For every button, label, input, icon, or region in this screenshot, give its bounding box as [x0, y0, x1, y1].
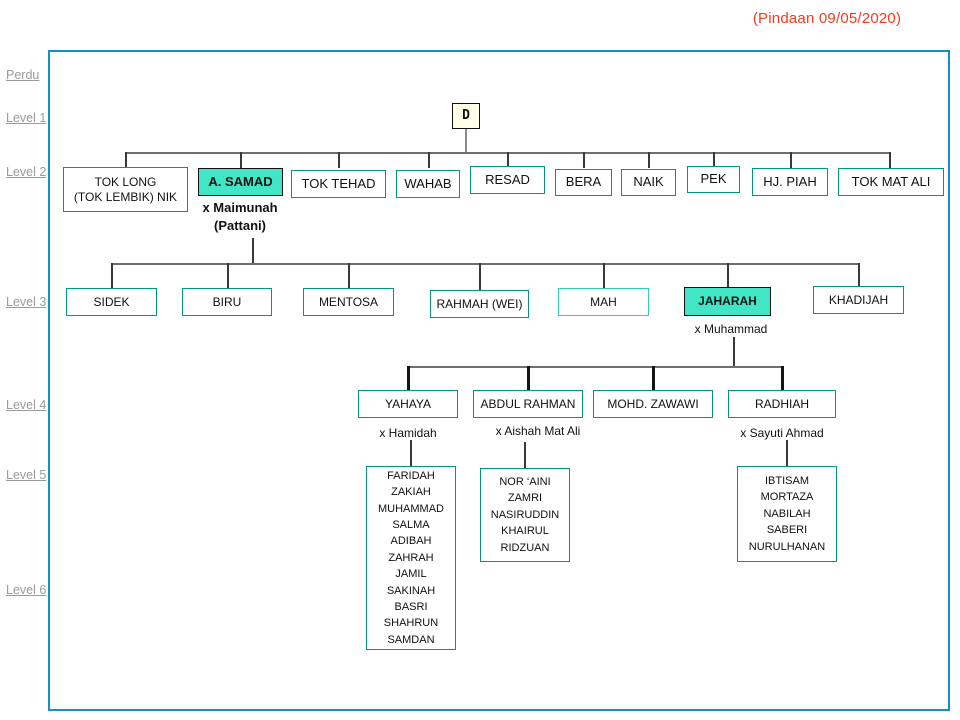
connector-line: [111, 263, 859, 265]
spouse-maimunah: x Maimunah (Pattani): [175, 199, 305, 235]
spouse-aishah-mat-ali: x Aishah Mat Ali: [495, 424, 581, 438]
connector-line: [786, 440, 788, 466]
child-name: IBTISAM: [764, 474, 809, 487]
node-a-samad: A. SAMAD: [198, 168, 283, 196]
side-label-level6[interactable]: Level 6: [6, 583, 47, 597]
node-rahmah-wei: RAHMAH (WEI): [430, 290, 529, 318]
side-label-level2[interactable]: Level 2: [6, 165, 47, 179]
node-radhiah: RADHIAH: [728, 390, 836, 418]
node-mentosa: MENTOSA: [303, 288, 394, 316]
connector-line: [125, 152, 127, 168]
chart-frame: [48, 50, 950, 711]
connector-line: [727, 263, 729, 287]
child-name: SABERI: [766, 524, 808, 537]
child-name: NASIRUDDIN: [490, 508, 560, 521]
connector-line: [252, 238, 254, 263]
node-tok-tehad: TOK TEHAD: [291, 170, 386, 198]
connector-line: [465, 129, 467, 152]
spouse-line: (Pattani): [214, 218, 266, 233]
connector-line: [603, 263, 605, 288]
connector-line: [524, 442, 526, 468]
children-list-yahaya: FARIDAH ZAKIAH MUHAMMAD SALMA ADIBAH ZAH…: [366, 466, 456, 650]
child-name: RIDZUAN: [500, 541, 550, 554]
connector-line: [408, 366, 783, 368]
node-pek: PEK: [687, 166, 740, 193]
node-mohd-zawawi: MOHD. ZAWAWI: [593, 390, 713, 418]
child-name: JAMIL: [395, 568, 427, 581]
child-name: FARIDAH: [387, 469, 435, 482]
side-label-level5[interactable]: Level 5: [6, 468, 47, 482]
side-label-level3[interactable]: Level 3: [6, 295, 47, 309]
node-wahab: WAHAB: [396, 170, 460, 198]
connector-line: [338, 152, 340, 168]
child-name: NOR ‘AINI: [499, 475, 551, 488]
connector-line: [733, 337, 735, 366]
connector-line: [227, 263, 229, 288]
child-name: NURULHANAN: [748, 540, 826, 553]
child-name: ZAMRI: [507, 492, 543, 505]
connector-line: [240, 152, 242, 168]
side-label-level4[interactable]: Level 4: [6, 398, 47, 412]
spouse-hamidah: x Hamidah: [379, 426, 437, 440]
node-label: (TOK LEMBIK) NIK: [73, 189, 178, 204]
child-name: NABILAH: [763, 507, 811, 520]
node-jaharah: JAHARAH: [684, 287, 771, 316]
spouse-line: x Maimunah: [202, 200, 278, 215]
node-label: TOK LONG: [94, 174, 157, 189]
node-abdul-rahman: ABDUL RAHMAN: [473, 390, 583, 418]
node-sidek: SIDEK: [66, 288, 157, 316]
spouse-muhammad: x Muhammad: [694, 322, 768, 336]
connector-line: [428, 152, 430, 168]
connector-line: [781, 366, 784, 390]
connector-line: [111, 263, 113, 288]
connector-line: [889, 152, 891, 168]
connector-line: [507, 152, 509, 168]
child-name: BASRI: [394, 601, 428, 614]
child-name: SHAHRUN: [383, 617, 439, 630]
children-list-radhiah: IBTISAM MORTAZA NABILAH SABERI NURULHANA…: [737, 466, 837, 562]
node-biru: BIRU: [182, 288, 272, 316]
node-tok-mat-ali: TOK MAT ALI: [838, 168, 944, 196]
child-name: ZAHRAH: [388, 551, 434, 564]
child-name: SAKINAH: [386, 584, 436, 597]
child-name: ZAKIAH: [391, 486, 431, 499]
connector-line: [479, 263, 481, 290]
node-naik: NAIK: [621, 169, 676, 196]
connector-line: [527, 366, 530, 390]
node-mah: MAH: [558, 288, 649, 316]
child-name: MUHAMMAD: [378, 502, 444, 515]
child-name: KHAIRUL: [501, 525, 549, 538]
connector-line: [652, 366, 655, 390]
node-hj-piah: HJ. PIAH: [752, 168, 828, 196]
node-tok-long: TOK LONG (TOK LEMBIK) NIK: [63, 167, 188, 212]
revision-note: (Pindaan 09/05/2020): [752, 10, 902, 27]
node-yahaya: YAHAYA: [358, 390, 458, 418]
child-name: ADIBAH: [390, 535, 432, 548]
connector-line: [858, 263, 860, 286]
connector-line: [583, 152, 585, 168]
children-list-abdul-rahman: NOR ‘AINI ZAMRI NASIRUDDIN KHAIRUL RIDZU…: [480, 468, 570, 562]
node-khadijah: KHADIJAH: [813, 286, 904, 314]
connector-line: [648, 152, 650, 168]
connector-line: [790, 152, 792, 168]
node-resad: RESAD: [470, 166, 545, 194]
spouse-sayuti-ahmad: x Sayuti Ahmad: [740, 426, 824, 440]
root-node-d: D: [452, 103, 480, 129]
child-name: SALMA: [392, 518, 430, 531]
node-bera: BERA: [555, 169, 612, 196]
connector-line: [410, 440, 412, 466]
connector-line: [348, 263, 350, 288]
side-label-level1[interactable]: Level 1: [6, 111, 47, 125]
child-name: MORTAZA: [760, 491, 814, 504]
connector-line: [407, 366, 410, 390]
connector-line: [713, 152, 715, 168]
child-name: SAMDAN: [387, 633, 435, 646]
side-label-perdu[interactable]: Perdu: [6, 68, 40, 82]
